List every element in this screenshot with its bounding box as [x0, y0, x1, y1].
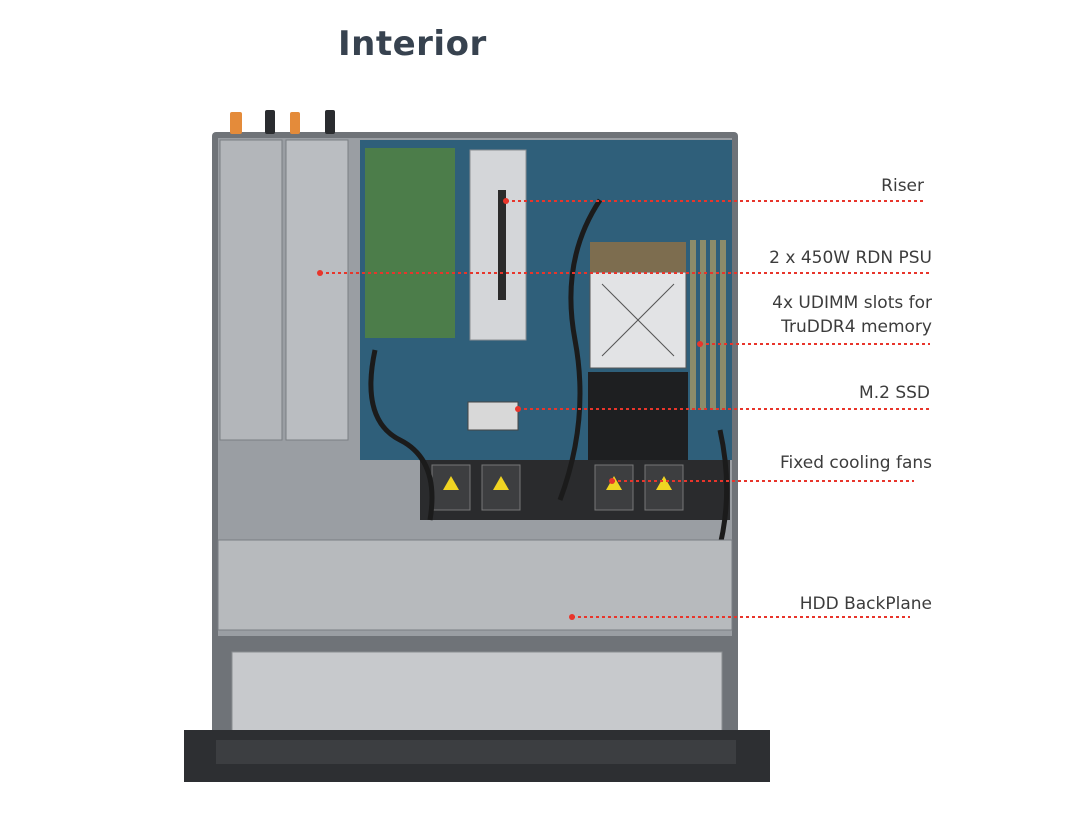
page-title: Interior [338, 24, 487, 64]
air-duct [588, 372, 688, 462]
callout-m2: M.2 SSD [859, 383, 930, 403]
callout-udimm: 4x UDIMM slots for TruDDR4 memory [700, 291, 932, 339]
riser-card [365, 148, 455, 338]
psu-bay [219, 110, 349, 441]
cpu-heatsink [589, 242, 687, 369]
hdd-backplane [217, 539, 733, 631]
callout-udimm-line2: TruDDR4 memory [781, 317, 932, 337]
callout-backplane: HDD BackPlane [799, 594, 932, 614]
dimm-slots [690, 240, 726, 410]
callout-udimm-line1: 4x UDIMM slots for [772, 293, 932, 313]
callout-fans: Fixed cooling fans [779, 453, 932, 473]
m2-ssd [467, 401, 519, 431]
callout-riser: Riser [881, 176, 924, 196]
fan-row [420, 460, 730, 520]
callout-psu: 2 x 450W RDN PSU [769, 248, 932, 268]
